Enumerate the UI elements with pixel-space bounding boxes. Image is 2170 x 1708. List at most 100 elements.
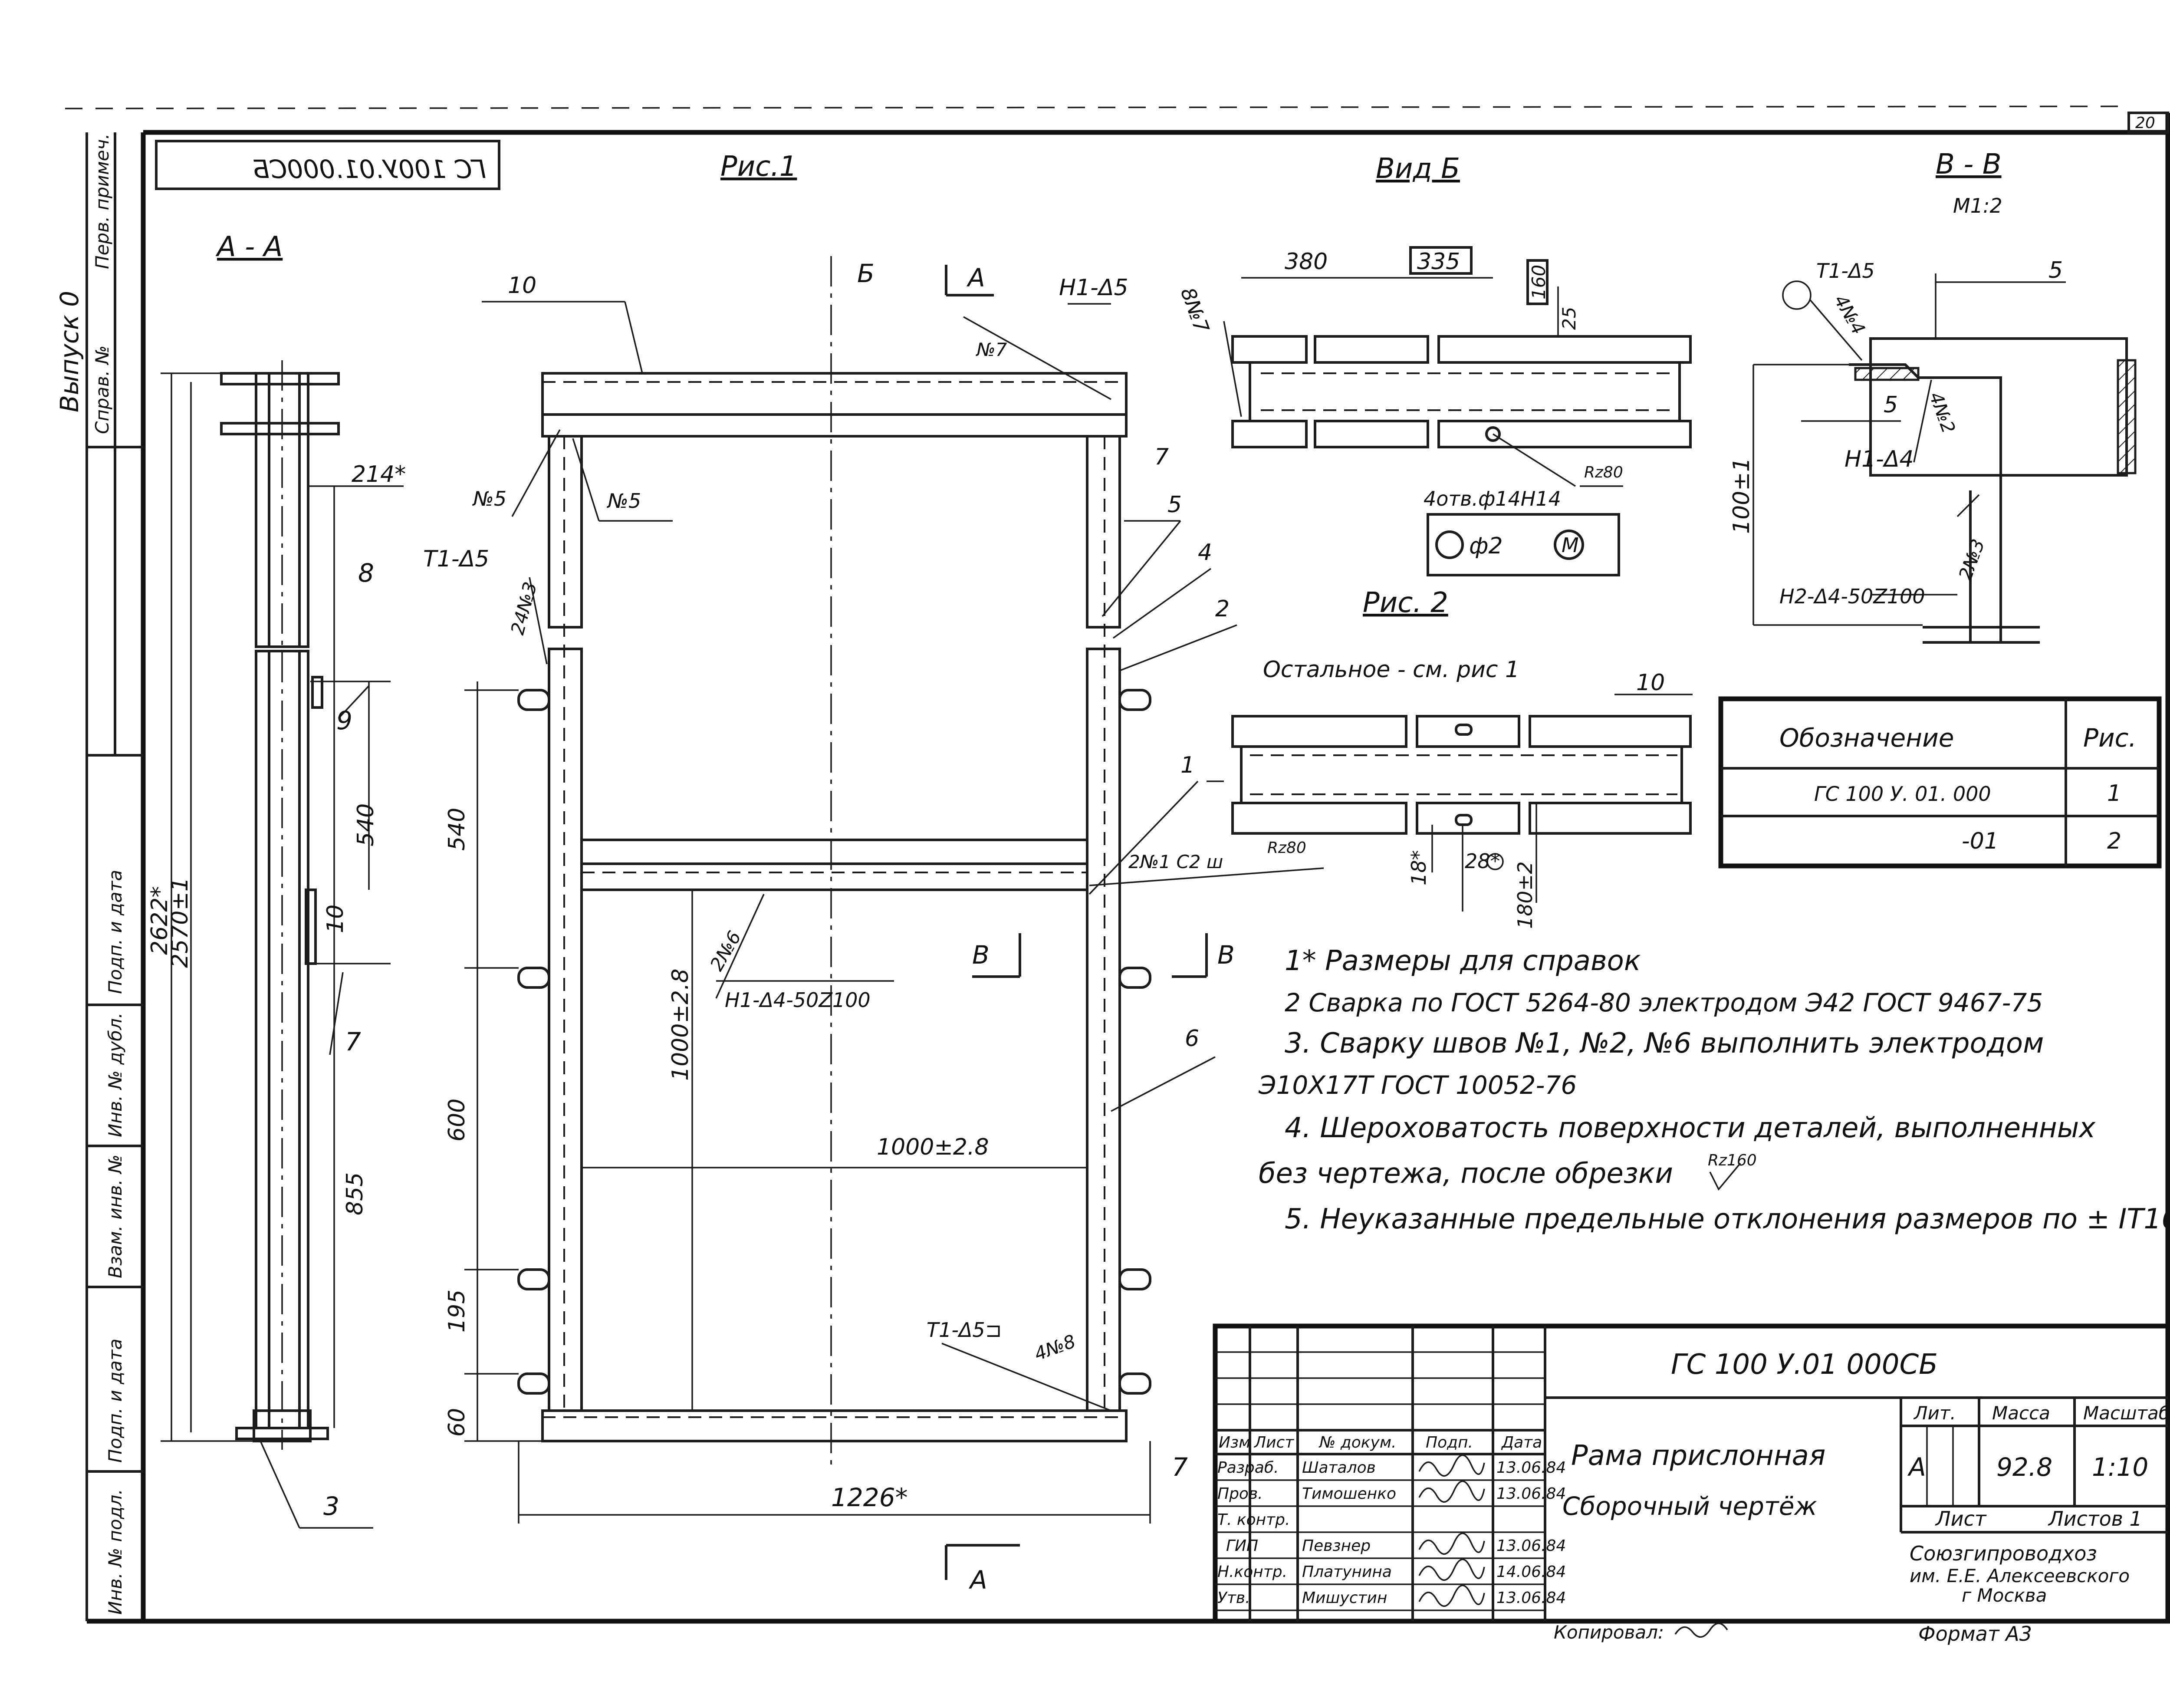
dim-60: 60 <box>444 1408 470 1437</box>
dim-5-top: 5 <box>2048 257 2063 283</box>
note-5: 5. Неуказанные предельные отклонения раз… <box>1285 1203 2170 1235</box>
role-1: Разраб. <box>1217 1459 1279 1477</box>
weld-n5b: №5 <box>606 489 641 513</box>
weld-h1-d5: Н1-Δ5 <box>1059 275 1128 301</box>
note-3: 3. Сварку швов №1, №2, №6 выполнить элек… <box>1285 1027 2044 1060</box>
table-row1-designation: ГС 100 У. 01. 000 <box>1814 782 1991 806</box>
margin-series: Выпуск 0 <box>55 291 84 412</box>
weld-t1-d5: Т1-Δ5 <box>423 546 489 572</box>
frame-view <box>464 256 1324 1580</box>
callout-10-fig2: 10 <box>1636 670 1665 696</box>
weld-rz80: Rz80 <box>1267 839 1306 857</box>
dim-195: 195 <box>444 1290 470 1333</box>
fig2-note: Остальное - см. рис 1 <box>1263 657 1519 683</box>
title-mass-label: Масса <box>1992 1402 2050 1424</box>
margin-dup-inv: Инв. № дубл. <box>105 1013 126 1137</box>
role-4-date: 13.06.84 <box>1496 1537 1566 1555</box>
dim-380: 380 <box>1285 249 1328 275</box>
title-scale-label: Масштаб <box>2083 1402 2170 1424</box>
title-org-line2: им. Е.Е. Алексеевского <box>1910 1565 2130 1586</box>
dim-100: 100±1 <box>1729 457 1755 534</box>
section-mark-v-left: В <box>972 940 990 970</box>
dim-1000-horiz: 1000±2.8 <box>877 1134 989 1160</box>
copier-signature <box>1674 1622 1728 1638</box>
role-2-date: 13.06.84 <box>1496 1485 1566 1503</box>
note-1: 1* Размеры для справок <box>1285 945 1641 977</box>
section-aa-view <box>161 360 404 1529</box>
note-4: 4. Шероховатость поверхности деталей, вы… <box>1285 1112 2096 1144</box>
dim-2622: 2622* <box>147 886 173 955</box>
weld-h1-d4: Н1-Δ4 <box>1844 446 1914 472</box>
dim-160: 160 <box>1528 265 1549 299</box>
dim-540a: 540 <box>353 803 379 846</box>
title-org-line1: Союзгипроводхоз <box>1910 1542 2097 1565</box>
title-sheet-label: Лист <box>1935 1507 1987 1530</box>
section-aa-title: А - А <box>215 231 283 263</box>
callout-9: 9 <box>336 706 352 735</box>
role-6-date: 13.06.84 <box>1496 1589 1566 1607</box>
weld-rz80b: Rz80 <box>1584 464 1623 481</box>
dim-28: 28* <box>1465 849 1500 873</box>
section-mark-v-right: В <box>1217 940 1235 970</box>
weld-n4: 4№4 <box>1830 291 1869 339</box>
section-bb-drawing <box>1752 273 2137 644</box>
title-name-line1: Рама прислонная <box>1571 1440 1825 1472</box>
table-header-fig: Рис. <box>2083 723 2137 753</box>
weld-n8: 4№8 <box>1032 1330 1078 1365</box>
title-name-line2: Сборочный чертёж <box>1562 1491 1817 1521</box>
callout-3: 3 <box>323 1491 339 1521</box>
role-5-name: Платунина <box>1302 1563 1392 1581</box>
weld-n7: №7 <box>976 339 1007 360</box>
dim-335: 335 <box>1417 249 1460 275</box>
view-b-title: Вид Б <box>1376 153 1460 185</box>
col-header-sign: Подп. <box>1426 1434 1473 1451</box>
table-header-designation: Обозначение <box>1779 723 1954 753</box>
section-mark-b: Б <box>857 259 875 288</box>
role-5: Н.контр. <box>1217 1563 1287 1581</box>
title-mass-value: 92.8 <box>1996 1452 2052 1482</box>
callout-2: 2 <box>1215 596 1230 622</box>
designation-table <box>1718 696 2162 869</box>
section-mark-a-top: А <box>966 263 985 293</box>
dim-2570: 2570±1 <box>167 877 193 968</box>
signatures <box>1418 1455 1485 1607</box>
title-org-line3: г Москва <box>1962 1585 2047 1606</box>
role-4-name: Певзнер <box>1302 1537 1371 1555</box>
callout-8: 8 <box>358 558 374 588</box>
callout-7-bottom: 7 <box>1172 1452 1188 1482</box>
weld-n1: 2№1 С2 ш <box>1128 851 1223 872</box>
callout-7-aa: 7 <box>345 1027 361 1056</box>
margin-first-use: Перв. примеч. <box>92 133 113 269</box>
mark-m: М <box>1562 533 1579 557</box>
title-lit-label: Лит. <box>1913 1402 1956 1424</box>
table-row2-designation: -01 <box>1962 828 1999 854</box>
callout-6: 6 <box>1185 1026 1199 1052</box>
role-6-name: Мишустин <box>1302 1589 1387 1607</box>
weld-n6: 2№6 <box>706 927 745 974</box>
role-6: Утв. <box>1217 1589 1250 1607</box>
dim-855: 855 <box>342 1172 368 1215</box>
fig1-title: Рис.1 <box>720 151 797 183</box>
title-sheets-label: Листов 1 <box>2048 1507 2142 1530</box>
col-header-izm: Изм <box>1219 1434 1250 1451</box>
margin-sign-date-2: Подп. и дата <box>105 1339 126 1463</box>
margin-orig-inv: Инв. № подл. <box>105 1489 126 1615</box>
role-1-date: 13.06.84 <box>1496 1459 1566 1477</box>
mirrored-code: ГС 100У.01.000СБ <box>252 155 486 184</box>
role-1-name: Шаталов <box>1302 1459 1376 1477</box>
dim-1226: 1226* <box>831 1483 908 1512</box>
weld-n7b: 8№7 <box>1176 284 1214 336</box>
dim-600: 600 <box>444 1099 470 1142</box>
title-block <box>1213 1323 2170 1624</box>
fig2-drawing <box>1231 694 1693 912</box>
note-3b: Э10Х17Т ГОСТ 10052-76 <box>1258 1070 1577 1100</box>
sheet-number-box <box>2127 112 2169 134</box>
weld-n2: 4№2 <box>1925 389 1960 436</box>
role-3: Т. контр. <box>1217 1511 1290 1529</box>
note-roughness: Rz160 <box>1708 1152 1757 1169</box>
dim-1000-vert: 1000±2.8 <box>667 968 694 1081</box>
note-2: 2 Сварка по ГОСТ 5264-80 электродом Э42 … <box>1285 988 2043 1017</box>
sheet-number: 20 <box>2135 114 2155 132</box>
dim-18: 18* <box>1407 850 1430 885</box>
